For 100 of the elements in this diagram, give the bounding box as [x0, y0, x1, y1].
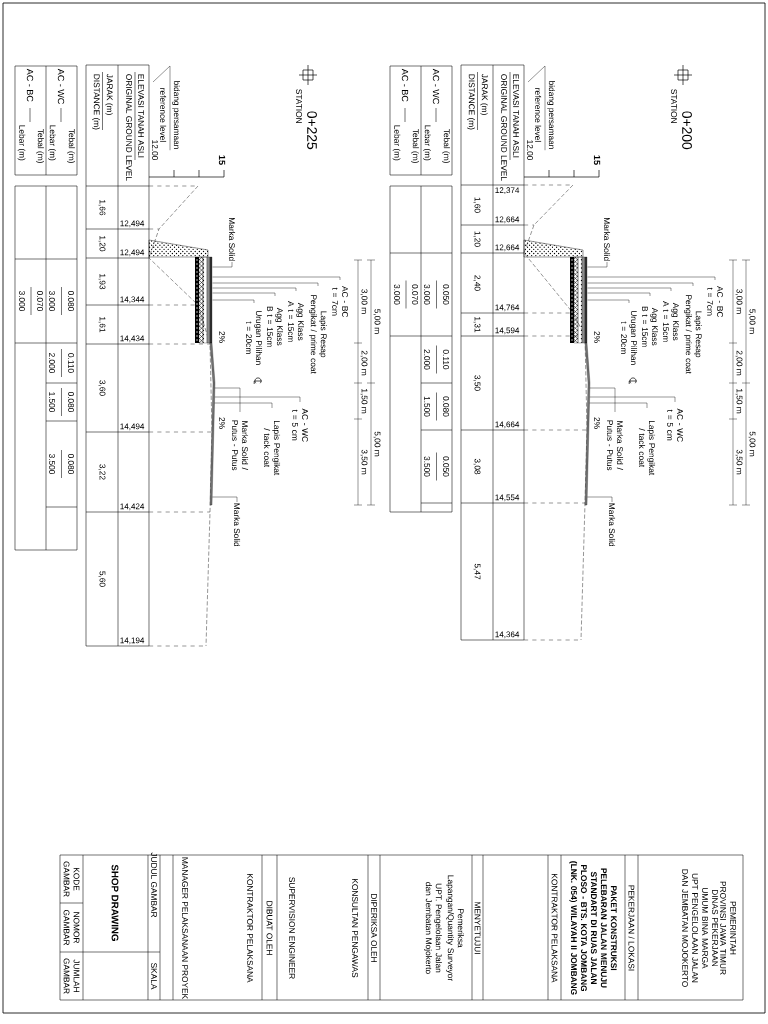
reference-label: bidang persamaan reference level: [535, 81, 555, 149]
width-value: 1.500: [424, 396, 430, 417]
cell-text: KONTRAKTOR PELAKSANA: [247, 874, 253, 983]
scale-value: 15: [218, 155, 226, 165]
cell-text: SUPERVISION ENGINEER: [289, 877, 295, 979]
distance-value: 5,60: [98, 571, 106, 587]
callout-label: Marka Solid: [603, 218, 611, 261]
callout-label: Agg Klass B t = 15cm: [641, 306, 659, 347]
project-title: PAKET KONSTRUKSI PELEBARAN JALAN MENUJU STANDART DI RUAS JALAN PLOSO - BTS. KOTA JOMBANG (LNK. 054) WILAYAH II JOMBANG: [569, 861, 617, 995]
leader-line: [587, 261, 608, 268]
road-cross-section-drawing: [573, 256, 579, 344]
leader-line: [587, 292, 651, 297]
leader-line: [589, 402, 648, 409]
leader-line: [214, 387, 241, 413]
station-number: 0+200: [682, 111, 692, 150]
thickness-value: 0.050: [443, 456, 449, 477]
callout-label: Agg Klass A t = 15cm: [662, 301, 680, 342]
cell-label: KODE GAMBAR: [63, 861, 80, 897]
distance-value: 1,20: [98, 236, 106, 252]
dimension-label: 3,50 m: [735, 449, 743, 475]
leader-line: [587, 496, 613, 503]
callout-label: Marka Solid: [233, 503, 241, 547]
elevation-value: 14,194: [120, 637, 145, 645]
reference-label: bidang persamaan reference level: [160, 81, 180, 149]
leader-line: [214, 402, 273, 409]
leader-line: [587, 287, 672, 292]
cell-text: UPT. Pengelolaan Jalan dan Jembatan Mojokerto: [424, 882, 442, 974]
station-label: STATION: [296, 89, 302, 123]
leader-line: [589, 387, 616, 413]
cell-label: NOMOR GAMBAR: [63, 909, 80, 946]
column-header: Tebal (m): [411, 129, 419, 163]
callout-label: AC - WC t = 5 cm: [667, 408, 683, 442]
distance-value: 1,31: [473, 317, 481, 333]
dimension-label: 5,00 m: [748, 309, 756, 334]
width-value: 3.000: [424, 284, 430, 305]
leader-line: [212, 282, 319, 287]
column-header: Lebar (m): [17, 125, 26, 161]
elevation-value: 12,374: [495, 187, 520, 194]
callout-label: AC - WC t = 5 cm: [292, 408, 308, 442]
thickness-value: 0.080: [68, 453, 74, 475]
row-header: JARAK (m): [105, 73, 113, 115]
station-number: 0+225: [307, 111, 317, 150]
distance-value: 1,20: [473, 231, 481, 247]
callout-label: AC - BC t = 7cm: [332, 286, 348, 318]
row-header: AC - BC: [26, 68, 34, 102]
dimension-label: 3,00 m: [735, 289, 743, 314]
leader-line: [589, 396, 676, 403]
width-value: 3.000: [19, 290, 25, 312]
width-value: 2.000: [49, 353, 55, 374]
thickness-value: 0.050: [443, 284, 449, 305]
road-cross-section-drawing: [198, 256, 204, 344]
column-header: Lebar (m): [392, 125, 401, 161]
callout-label: Lapis Resap Pengikat / prime coat: [684, 295, 702, 374]
leader-line: [527, 65, 546, 151]
cell-label: PEKERJAAN / LOKASI: [628, 885, 635, 971]
callout-label: Marka Solid / Putus - Putus: [606, 420, 624, 471]
callout-label: Urugan Pilihan t = 20cm: [245, 310, 263, 365]
leader-line: [212, 287, 297, 292]
dimension-label: 3,00 m: [360, 289, 368, 314]
leader-line: [212, 496, 238, 503]
callout-label: Lapis Pengikat / tack coat: [638, 420, 656, 476]
distance-value: 3,60: [98, 380, 106, 396]
leader-line: [212, 276, 341, 281]
scale-value: 15: [593, 155, 601, 165]
width-value: 3.500: [424, 456, 430, 477]
distance-value: 1,93: [98, 274, 106, 290]
cell-label: SKALA: [151, 963, 157, 990]
row-header: DISTANCE (m): [92, 74, 100, 130]
cell-label: DIPERIKSA OLEH: [371, 894, 377, 962]
callout-label: Lapis Pengikat / tack coat: [263, 420, 281, 476]
leader-line: [212, 261, 233, 268]
reference-elevation: 12.00: [152, 140, 158, 161]
dimension-label: 1,50 m: [735, 388, 743, 414]
distance-value: 3,08: [473, 458, 481, 475]
thickness-value: 0.080: [68, 290, 74, 312]
width-value: 3.000: [49, 290, 55, 312]
cell-text: Pemeriksa Lapangan/Quantity Surveyor: [446, 875, 464, 981]
thickness-value: 0.110: [443, 349, 449, 370]
distance-value: 3,22: [98, 464, 106, 480]
callout-label: Lapis Resap Pengikat / prime coat: [309, 295, 327, 374]
thickness-value: 0.070: [412, 284, 418, 305]
row-header: AC - WC: [57, 68, 65, 104]
station-label: STATION: [671, 89, 677, 123]
width-value: 2.000: [424, 349, 430, 370]
column-header: Tebal (m): [67, 129, 75, 163]
cell-label: MENYETUJUI: [474, 902, 481, 954]
reference-elevation: 12.00: [527, 140, 533, 161]
row-header: ORIGINAL GROUND LEVEL: [126, 74, 132, 181]
thickness-value: 0.070: [37, 290, 43, 312]
row-header: JARAK (m): [480, 73, 488, 115]
cell-label: JUDUL GAMBAR: [151, 852, 157, 918]
column-header: Tebal (m): [442, 129, 450, 163]
distance-value: 1,66: [98, 200, 106, 216]
leader-line: [587, 282, 694, 287]
width-value: 1.500: [49, 392, 55, 413]
elevation-value: 14,364: [495, 631, 520, 639]
width-value: 3.500: [49, 453, 55, 475]
column-header: Lebar (m): [48, 125, 56, 161]
callout-label: AC - BC t = 7cm: [707, 286, 723, 318]
row-header: ELEVASI TANAH ASLI: [513, 74, 519, 158]
